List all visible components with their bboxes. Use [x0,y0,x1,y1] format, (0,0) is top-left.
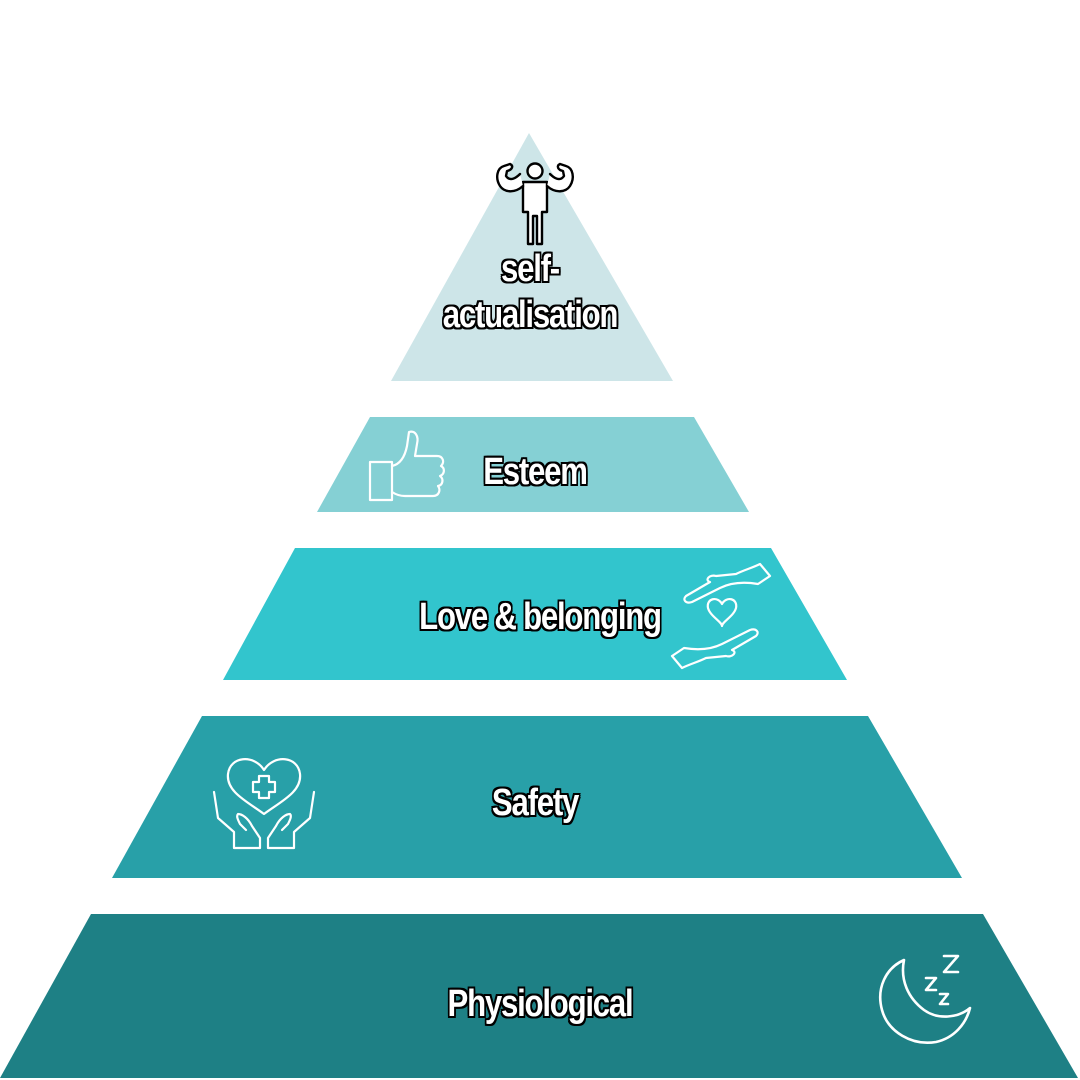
tier-safety-shape [112,716,962,878]
tier-esteem-label: Esteem [483,451,588,493]
moon-sleep-icon [878,954,972,1044]
tier-safety-label: Safety [491,782,579,824]
tier-esteem-shape [317,417,749,512]
tier-love-belonging-label: Love & belonging [419,596,662,638]
tier-love-belonging-shape [223,548,847,680]
tier-physiological-shape [0,914,1078,1078]
tier-self-actualisation-shape [391,133,673,381]
flexing-person-icon [496,162,574,246]
hands-heart-icon [670,562,772,670]
tier-self-actualisation-label-line2: actualisation [442,294,619,336]
tier-physiological-label: Physiological [447,983,634,1025]
thumbs-up-icon [368,430,445,502]
hands-health-heart-icon [212,758,316,850]
tier-self-actualisation-label: self- actualisation [407,246,653,338]
tier-self-actualisation-label-line1: self- [501,248,560,290]
